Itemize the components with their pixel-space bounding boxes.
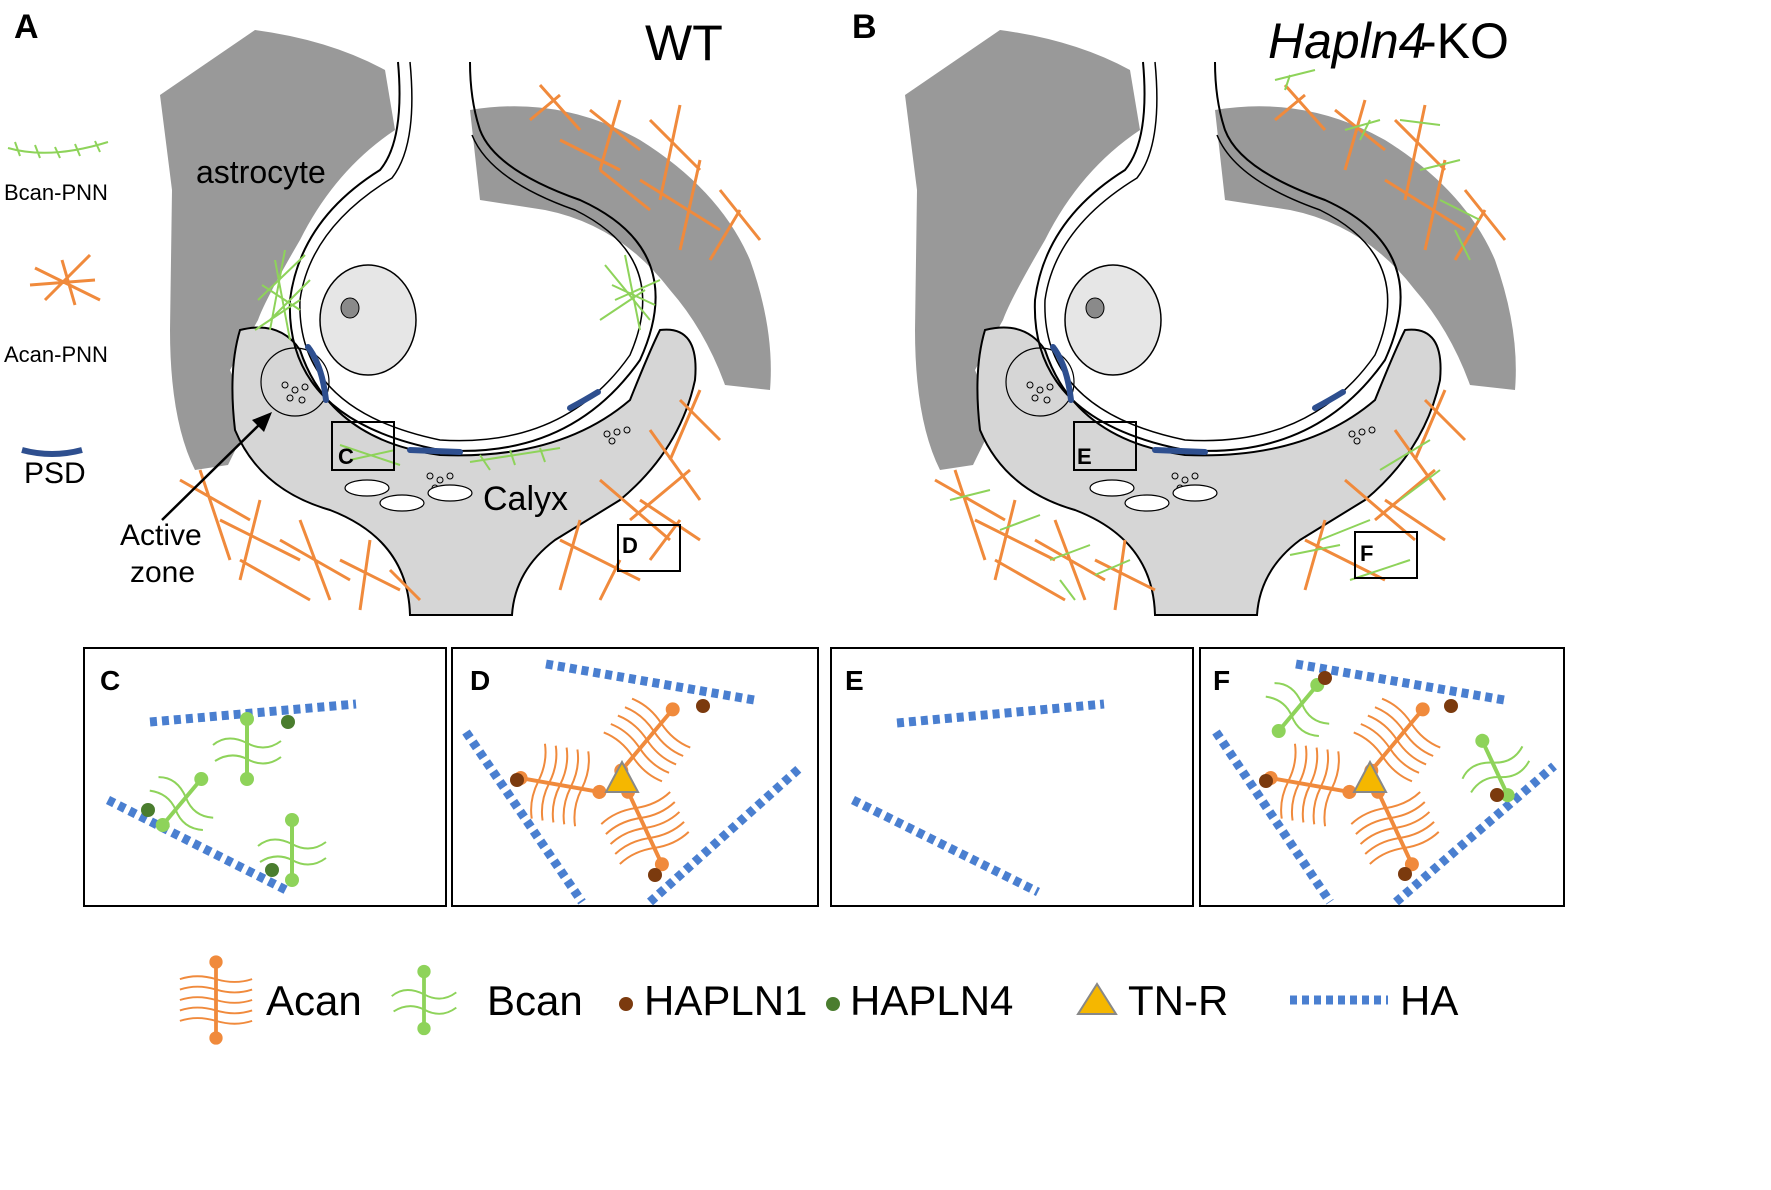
panel-b: B Hapln4 -KO (852, 8, 1516, 616)
psd-marks (305, 344, 601, 455)
astrocyte-label: astrocyte (196, 154, 326, 190)
panel-a: A WT astrocyte Calyx (14, 8, 771, 616)
ha-chain (545, 659, 755, 705)
nucleolus (340, 297, 360, 319)
nucleolus-b (1085, 297, 1105, 319)
hapln4-dot (265, 863, 279, 877)
legend-tnr-icon (1076, 982, 1118, 1015)
psd-key-label: PSD (24, 457, 86, 490)
acan-pnn-patches-b (934, 84, 1507, 611)
ha-chain (105, 795, 293, 897)
acan-molecule (585, 677, 709, 803)
active-zone-label-2: zone (130, 556, 195, 589)
nucleus (319, 264, 417, 376)
legend-ha-label: HA (1400, 977, 1458, 1024)
mitochondria-b (1089, 479, 1218, 512)
panel-d-letter: D (470, 665, 490, 696)
panel-f: F (1199, 647, 1565, 907)
calyx-shape-b (976, 326, 1442, 616)
bcan-pnn-key-label: Bcan-PNN (4, 180, 108, 205)
panel-f-letter: F (1213, 665, 1230, 696)
hapln1-dot (648, 868, 662, 882)
tnr-triangle (1352, 759, 1388, 793)
box-e (1073, 421, 1137, 471)
box-c-letter: C (338, 444, 354, 469)
hapln1-dot (1398, 867, 1412, 881)
bcan-pnn-key-swatch (7, 140, 109, 159)
acan-molecule (1335, 677, 1459, 803)
box-d-letter: D (622, 533, 638, 558)
astrocyte-shape (160, 30, 771, 470)
panel-a-letter: A (14, 8, 39, 46)
acan-pnn-patches-a (179, 84, 762, 611)
acan-pnn-key-label: Acan-PNN (4, 342, 108, 367)
hapln4-dot (281, 715, 295, 729)
nucleus-b (1064, 264, 1162, 376)
panel-e-letter: E (845, 665, 864, 696)
legend-hapln4-label: HAPLN4 (850, 977, 1013, 1024)
hapln1-dot (1259, 774, 1273, 788)
ha-chain (1393, 762, 1557, 906)
acan-pnn-key-swatch (29, 253, 101, 306)
hapln1-dot (1490, 788, 1504, 802)
hapln1-dot (1318, 671, 1332, 685)
ha-chain (149, 699, 357, 727)
legend-acan-label: Acan (266, 977, 362, 1024)
active-zone-arrow (161, 421, 263, 521)
box-d (617, 524, 681, 572)
legend-hapln4-icon (826, 997, 840, 1011)
panel-b-title-suffix: -KO (1420, 13, 1509, 69)
active-zone-label-1: Active (120, 519, 202, 552)
neuron-outline (288, 61, 657, 452)
box-c (331, 421, 395, 471)
legend-bcan-icon (389, 962, 459, 1038)
bcan-molecule (130, 749, 234, 855)
ha-chain (646, 762, 806, 906)
hapln1-dot (510, 773, 524, 787)
legend-hapln1-icon (619, 997, 633, 1011)
neuron-outline-b (1033, 61, 1402, 452)
mitochondria (344, 479, 473, 512)
box-f (1354, 531, 1418, 579)
panel-b-title-italic: Hapln4 (1268, 13, 1426, 69)
panel-e: E (830, 647, 1194, 907)
legend-hapln1-label: HAPLN1 (644, 977, 807, 1024)
bcan-molecule (256, 811, 328, 889)
legend-bcan-label: Bcan (487, 977, 583, 1024)
psd-key-swatch (21, 447, 83, 457)
tnr-triangle (604, 759, 640, 793)
legend: Acan Bcan HAPLN1 HAPLN4 TN-R HA (177, 953, 1458, 1047)
psd-marks-b (1050, 344, 1346, 455)
hapln1-dot (1444, 699, 1458, 713)
calyx-shape (231, 326, 697, 616)
panel-d: D (451, 647, 819, 907)
box-e-letter: E (1077, 444, 1092, 469)
bcan-molecule (211, 710, 283, 788)
ha-chain (850, 795, 1041, 897)
box-f-letter: F (1360, 541, 1373, 566)
bcan-pnn-patches-b (949, 69, 1481, 601)
panel-c-letter: C (100, 665, 120, 696)
legend-acan-icon (177, 953, 255, 1047)
ha-chain (462, 729, 586, 905)
legend-tnr-label: TN-R (1128, 977, 1228, 1024)
calyx-label: Calyx (483, 480, 568, 518)
astrocyte-shape-b (905, 30, 1516, 470)
left-key: Bcan-PNN Acan-PNN PSD (4, 140, 109, 490)
active-zone-circle (260, 347, 330, 417)
active-zone-circle-b (1005, 347, 1075, 417)
hapln4-dot (141, 803, 155, 817)
ha-chain (896, 699, 1105, 728)
panel-c: C (83, 647, 447, 907)
ha-chain (1212, 729, 1334, 905)
panel-b-letter: B (852, 8, 877, 46)
hapln1-dot (696, 699, 710, 713)
bcan-pnn-patches-a (254, 249, 661, 471)
panel-a-title: WT (645, 15, 723, 71)
acan-molecule (588, 767, 702, 889)
